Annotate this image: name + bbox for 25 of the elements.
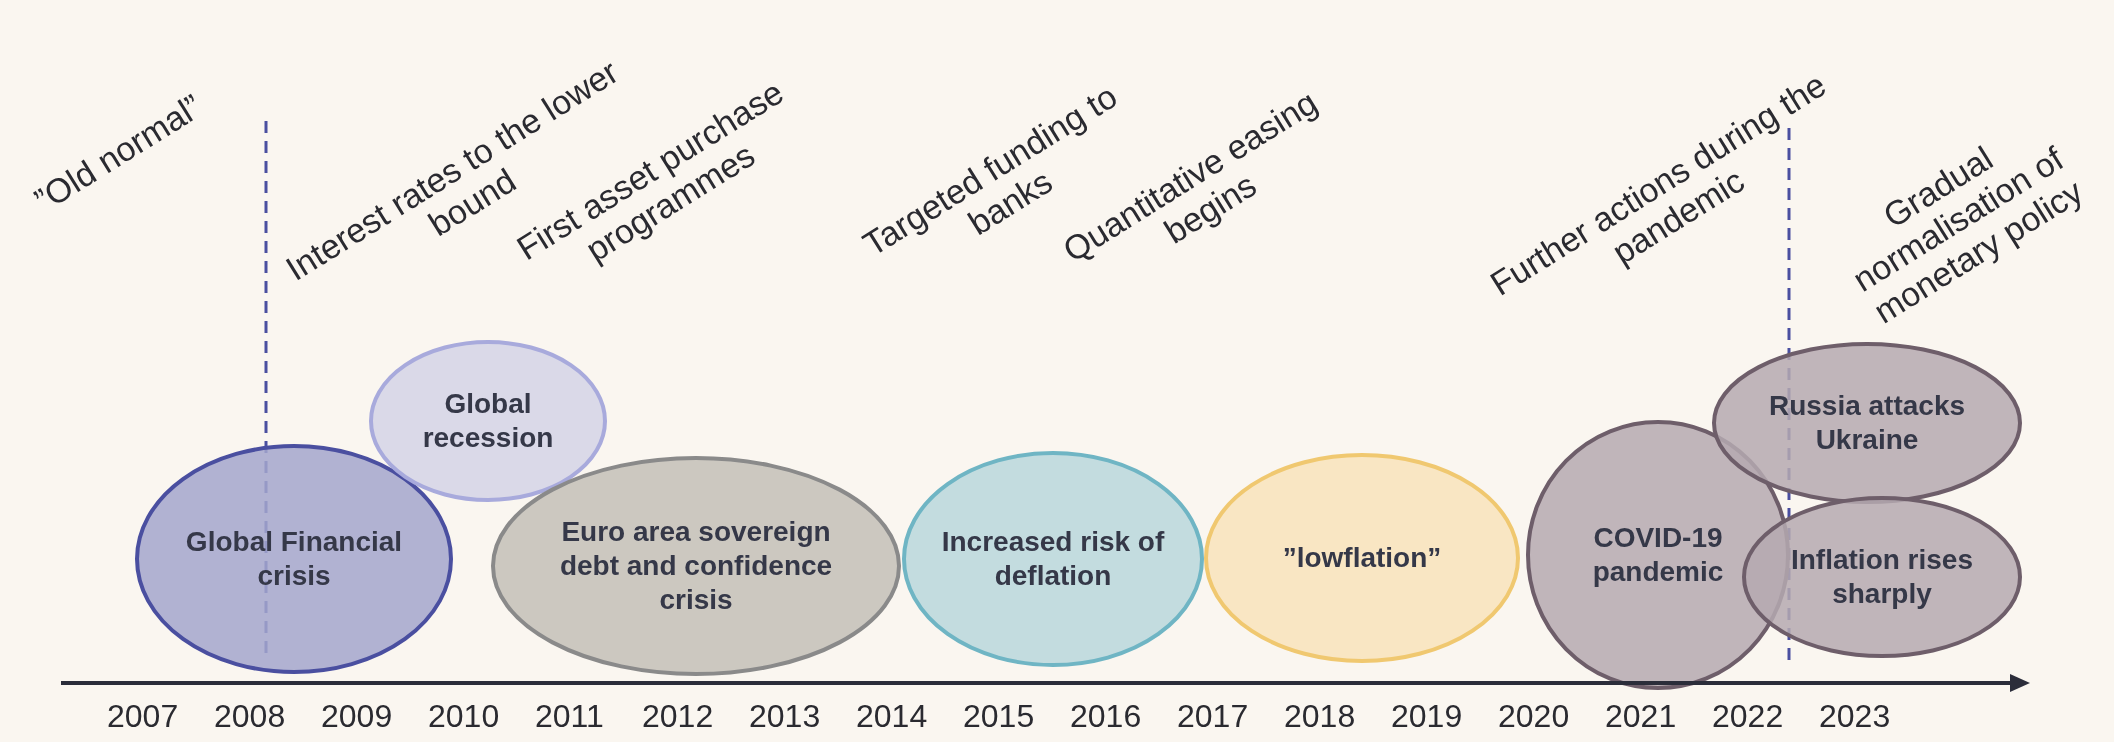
- event-label: ”lowflation”: [1281, 541, 1443, 575]
- event-label: Global recession: [421, 387, 555, 455]
- year-label: 2010: [428, 698, 500, 735]
- year-label: 2018: [1284, 698, 1356, 735]
- year-label: 2009: [321, 698, 393, 735]
- year-label: 2015: [963, 698, 1035, 735]
- year-label: 2021: [1605, 698, 1677, 735]
- year-label: 2007: [107, 698, 179, 735]
- event-label: COVID-19 pandemic: [1591, 521, 1725, 589]
- year-label: 2012: [642, 698, 714, 735]
- year-label: 2016: [1070, 698, 1142, 735]
- event-label: Inflation rises sharply: [1789, 543, 1974, 611]
- event-label: Euro area sovereign debt and confidence crisis: [558, 515, 834, 617]
- year-label: 2023: [1819, 698, 1891, 735]
- year-label: 2008: [214, 698, 286, 735]
- year-label: 2022: [1712, 698, 1784, 735]
- event-label: Global Financial crisis: [184, 525, 404, 593]
- year-label: 2020: [1498, 698, 1570, 735]
- event-label: Russia attacks Ukraine: [1767, 389, 1967, 457]
- year-label: 2014: [856, 698, 928, 735]
- year-label: 2013: [749, 698, 821, 735]
- year-label: 2011: [535, 698, 604, 735]
- year-label: 2017: [1177, 698, 1249, 735]
- year-label: 2019: [1391, 698, 1463, 735]
- event-label: Increased risk of deflation: [940, 525, 1166, 593]
